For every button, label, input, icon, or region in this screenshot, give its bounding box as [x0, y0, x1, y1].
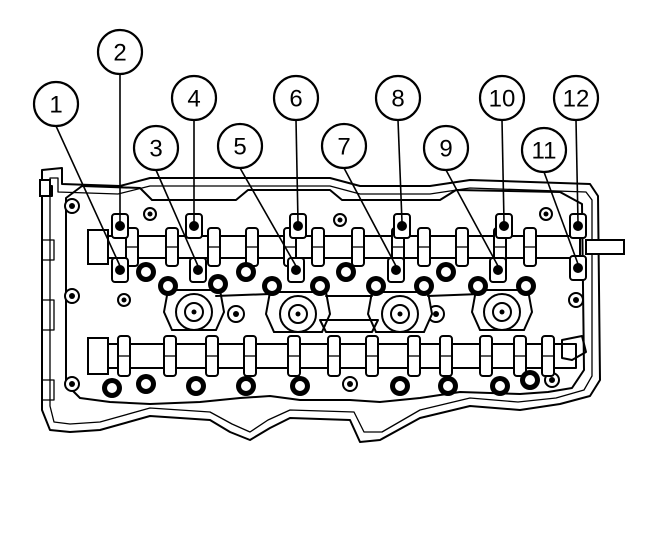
callout-6: 6	[272, 74, 320, 223]
callout-leader-3	[155, 169, 199, 267]
callout-4: 4	[170, 74, 218, 222]
callout-number-7: 7	[337, 134, 350, 161]
callout-circle-6	[272, 74, 320, 122]
valve-spring-clusters	[102, 262, 540, 398]
callout-leader-10	[501, 119, 505, 223]
callout-leader-9	[445, 169, 499, 267]
callout-number-1: 1	[49, 92, 62, 119]
callout-3: 3	[132, 124, 199, 267]
callout-7: 7	[320, 122, 397, 267]
head-bolt-6	[289, 213, 307, 239]
head-bolt-1	[111, 257, 129, 283]
callout-number-2: 2	[113, 40, 126, 67]
callout-12: 12	[552, 74, 600, 223]
callout-1: 1	[32, 80, 121, 267]
callout-leader-5	[239, 167, 297, 267]
callout-leader-11	[543, 171, 579, 265]
callout-number-6: 6	[289, 86, 302, 113]
callout-number-9: 9	[439, 136, 452, 163]
cylinder-head-outline	[39, 167, 625, 443]
callout-circle-4	[170, 74, 218, 122]
lower-camshaft	[87, 335, 577, 377]
callout-9: 9	[422, 124, 499, 267]
callout-leader-8	[397, 119, 403, 223]
callout-10: 10	[478, 74, 526, 223]
head-bolt-3	[189, 257, 207, 283]
callout-8: 8	[374, 74, 422, 223]
callout-number-5: 5	[233, 134, 246, 161]
callout-leader-6	[295, 119, 299, 223]
head-bolt-11	[569, 255, 587, 281]
callout-circle-2	[96, 28, 144, 76]
head-bolt-5	[287, 257, 305, 283]
callout-circle-11	[520, 126, 568, 174]
callout-circle-9	[422, 124, 470, 172]
callout-2: 2	[96, 28, 144, 222]
callout-number-12: 12	[563, 86, 590, 113]
sequenced-bolts	[111, 213, 587, 283]
callout-number-4: 4	[187, 86, 200, 113]
callout-number-10: 10	[489, 86, 516, 113]
head-bolt-7	[387, 257, 405, 283]
callout-number-8: 8	[391, 86, 404, 113]
callout-11: 11	[520, 126, 579, 265]
callout-leader-7	[343, 167, 397, 267]
callout-circle-8	[374, 74, 422, 122]
callout-number-11: 11	[532, 138, 557, 165]
callout-circle-7	[320, 122, 368, 170]
callout-circle-5	[216, 122, 264, 170]
callout-circle-1	[32, 80, 80, 128]
spark-plug-bosses	[162, 289, 534, 333]
callout-circle-10	[478, 74, 526, 122]
callout-5: 5	[216, 122, 297, 267]
callout-circle-3	[132, 124, 180, 172]
callout-leader-12	[575, 119, 579, 223]
callout-leader-1	[55, 125, 121, 267]
head-bolt-9	[489, 257, 507, 283]
callout-circle-12	[552, 74, 600, 122]
corner-bolts	[64, 198, 584, 392]
callout-number-3: 3	[149, 136, 162, 163]
